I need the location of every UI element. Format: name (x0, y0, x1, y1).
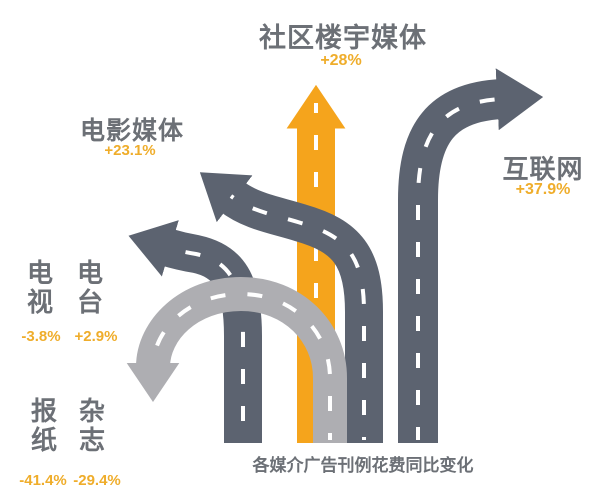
road-film-media (199, 172, 383, 443)
road-tv-radio (128, 220, 262, 443)
road-newspaper-magazine-surface (126, 276, 347, 443)
road-internet-surface (398, 68, 544, 443)
road-internet-centerline (416, 97, 503, 440)
chart-caption: 各媒介广告刊例花费同比变化 (252, 456, 474, 475)
pct-tv: -3.8% (21, 328, 61, 345)
road-newspaper-magazine (126, 276, 347, 443)
road-internet (398, 68, 544, 443)
label-community-media: 社区楼宇媒体 (259, 23, 427, 53)
label-film-media: 电影媒体 (79, 117, 185, 145)
label-newspaper: 报纸 (30, 396, 58, 456)
pct-film-media: +23.1% (104, 142, 156, 159)
pct-magazine: -29.4% (73, 472, 121, 489)
road-tv-radio-surface (128, 220, 262, 443)
pct-community-media: +28% (320, 52, 362, 69)
road-film-centerline (229, 194, 366, 440)
label-magazine: 杂志 (78, 396, 106, 456)
label-radio: 电台 (76, 258, 104, 318)
pct-newspaper: -41.4% (19, 472, 67, 489)
label-internet: 互联网 (502, 154, 584, 184)
pct-internet: +37.9% (515, 181, 571, 198)
pct-radio: +2.9% (74, 328, 118, 345)
label-tv: 电视 (26, 258, 54, 318)
